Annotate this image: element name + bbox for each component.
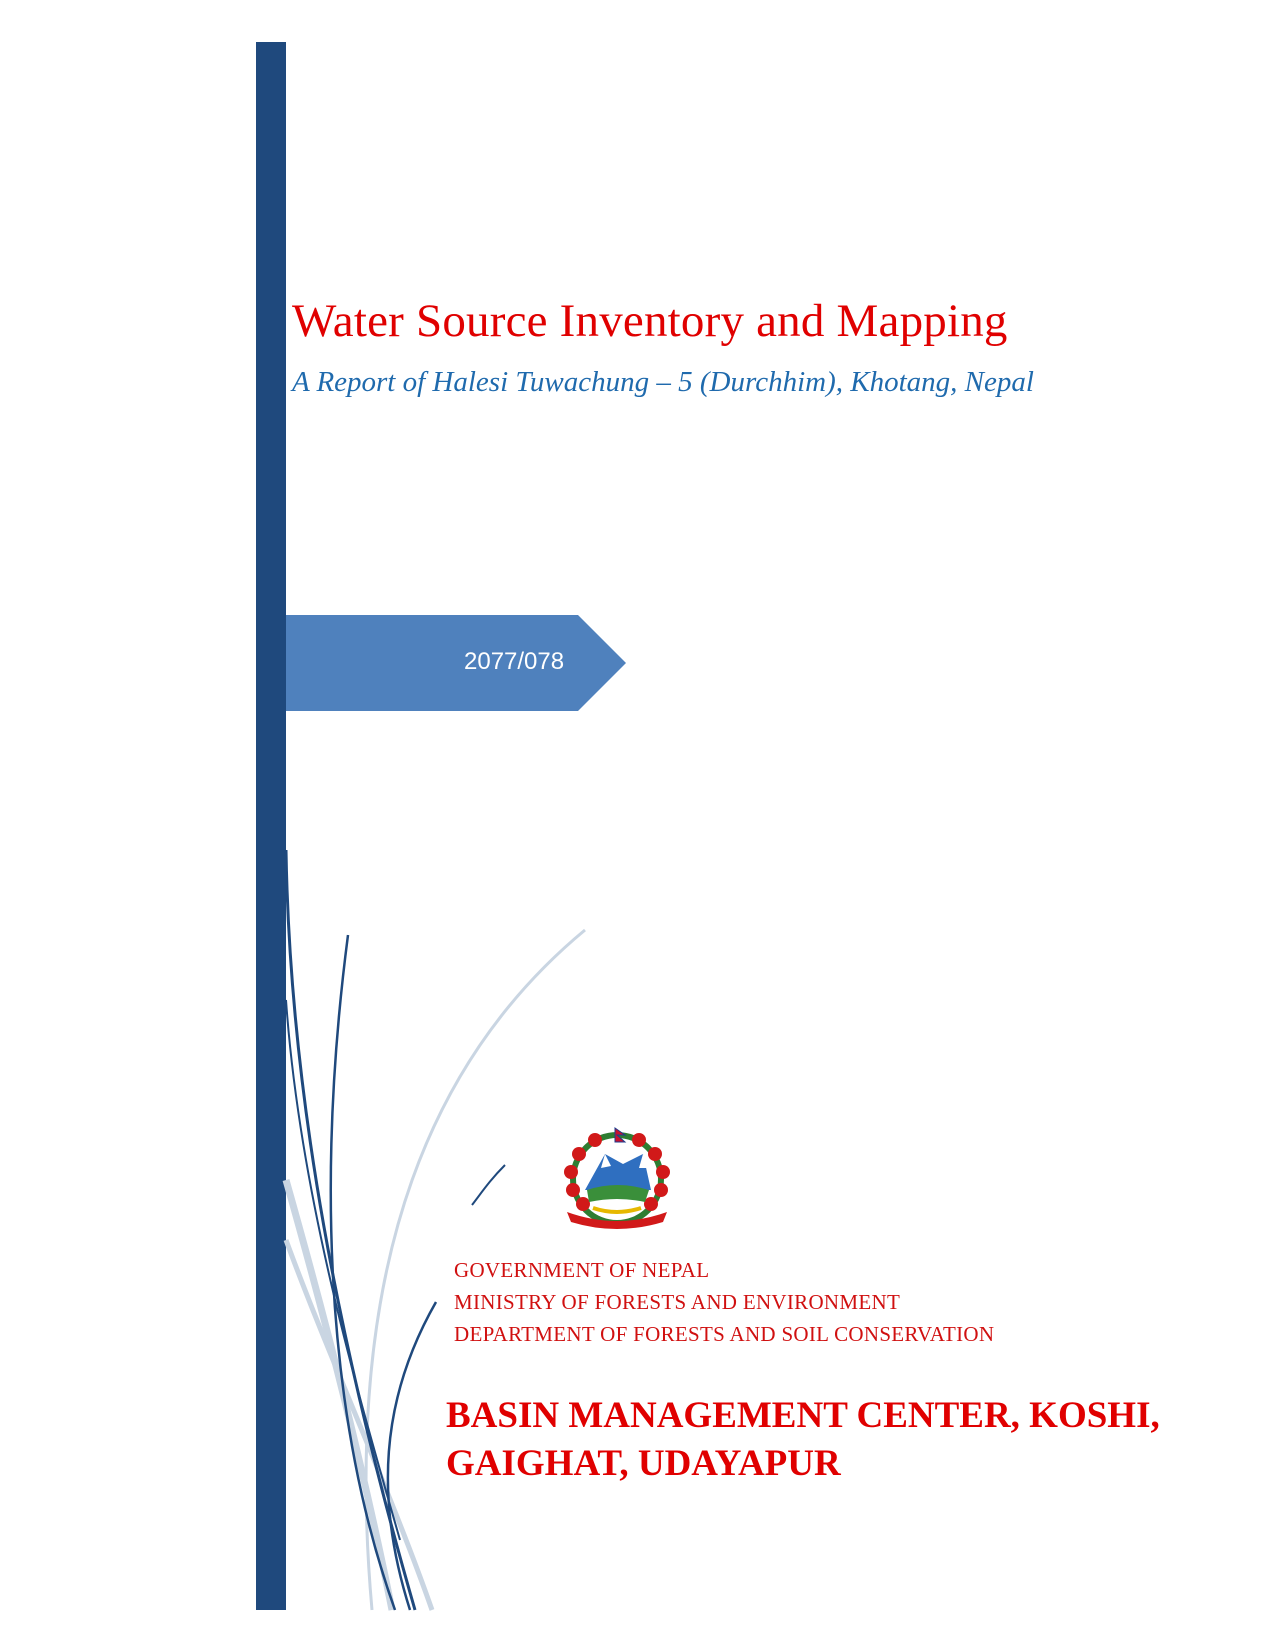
issuer-department: DEPARTMENT OF FORESTS AND SOIL CONSERVAT… xyxy=(454,1322,995,1346)
report-title: Water Source Inventory and Mapping xyxy=(292,295,1008,347)
nepal-emblem-icon xyxy=(553,1124,681,1234)
center-name-line-2: GAIGHAT, UDAYAPUR xyxy=(446,1443,841,1484)
report-subtitle: A Report of Halesi Tuwachung – 5 (Durchh… xyxy=(292,366,1034,398)
center-name-line-1: BASIN MANAGEMENT CENTER, KOSHI, xyxy=(446,1395,1160,1436)
sidebar-accent-bar xyxy=(256,42,286,1610)
issuer-government: GOVERNMENT OF NEPAL xyxy=(454,1258,710,1282)
report-year: 2077/078 xyxy=(464,648,565,675)
issuer-block: GOVERNMENT OF NEPAL MINISTRY OF FORESTS … xyxy=(454,1254,994,1350)
year-banner xyxy=(286,615,626,711)
center-name-block: BASIN MANAGEMENT CENTER, KOSHI, GAIGHAT,… xyxy=(446,1392,1160,1488)
issuer-ministry: MINISTRY OF FORESTS AND ENVIRONMENT xyxy=(454,1290,901,1314)
